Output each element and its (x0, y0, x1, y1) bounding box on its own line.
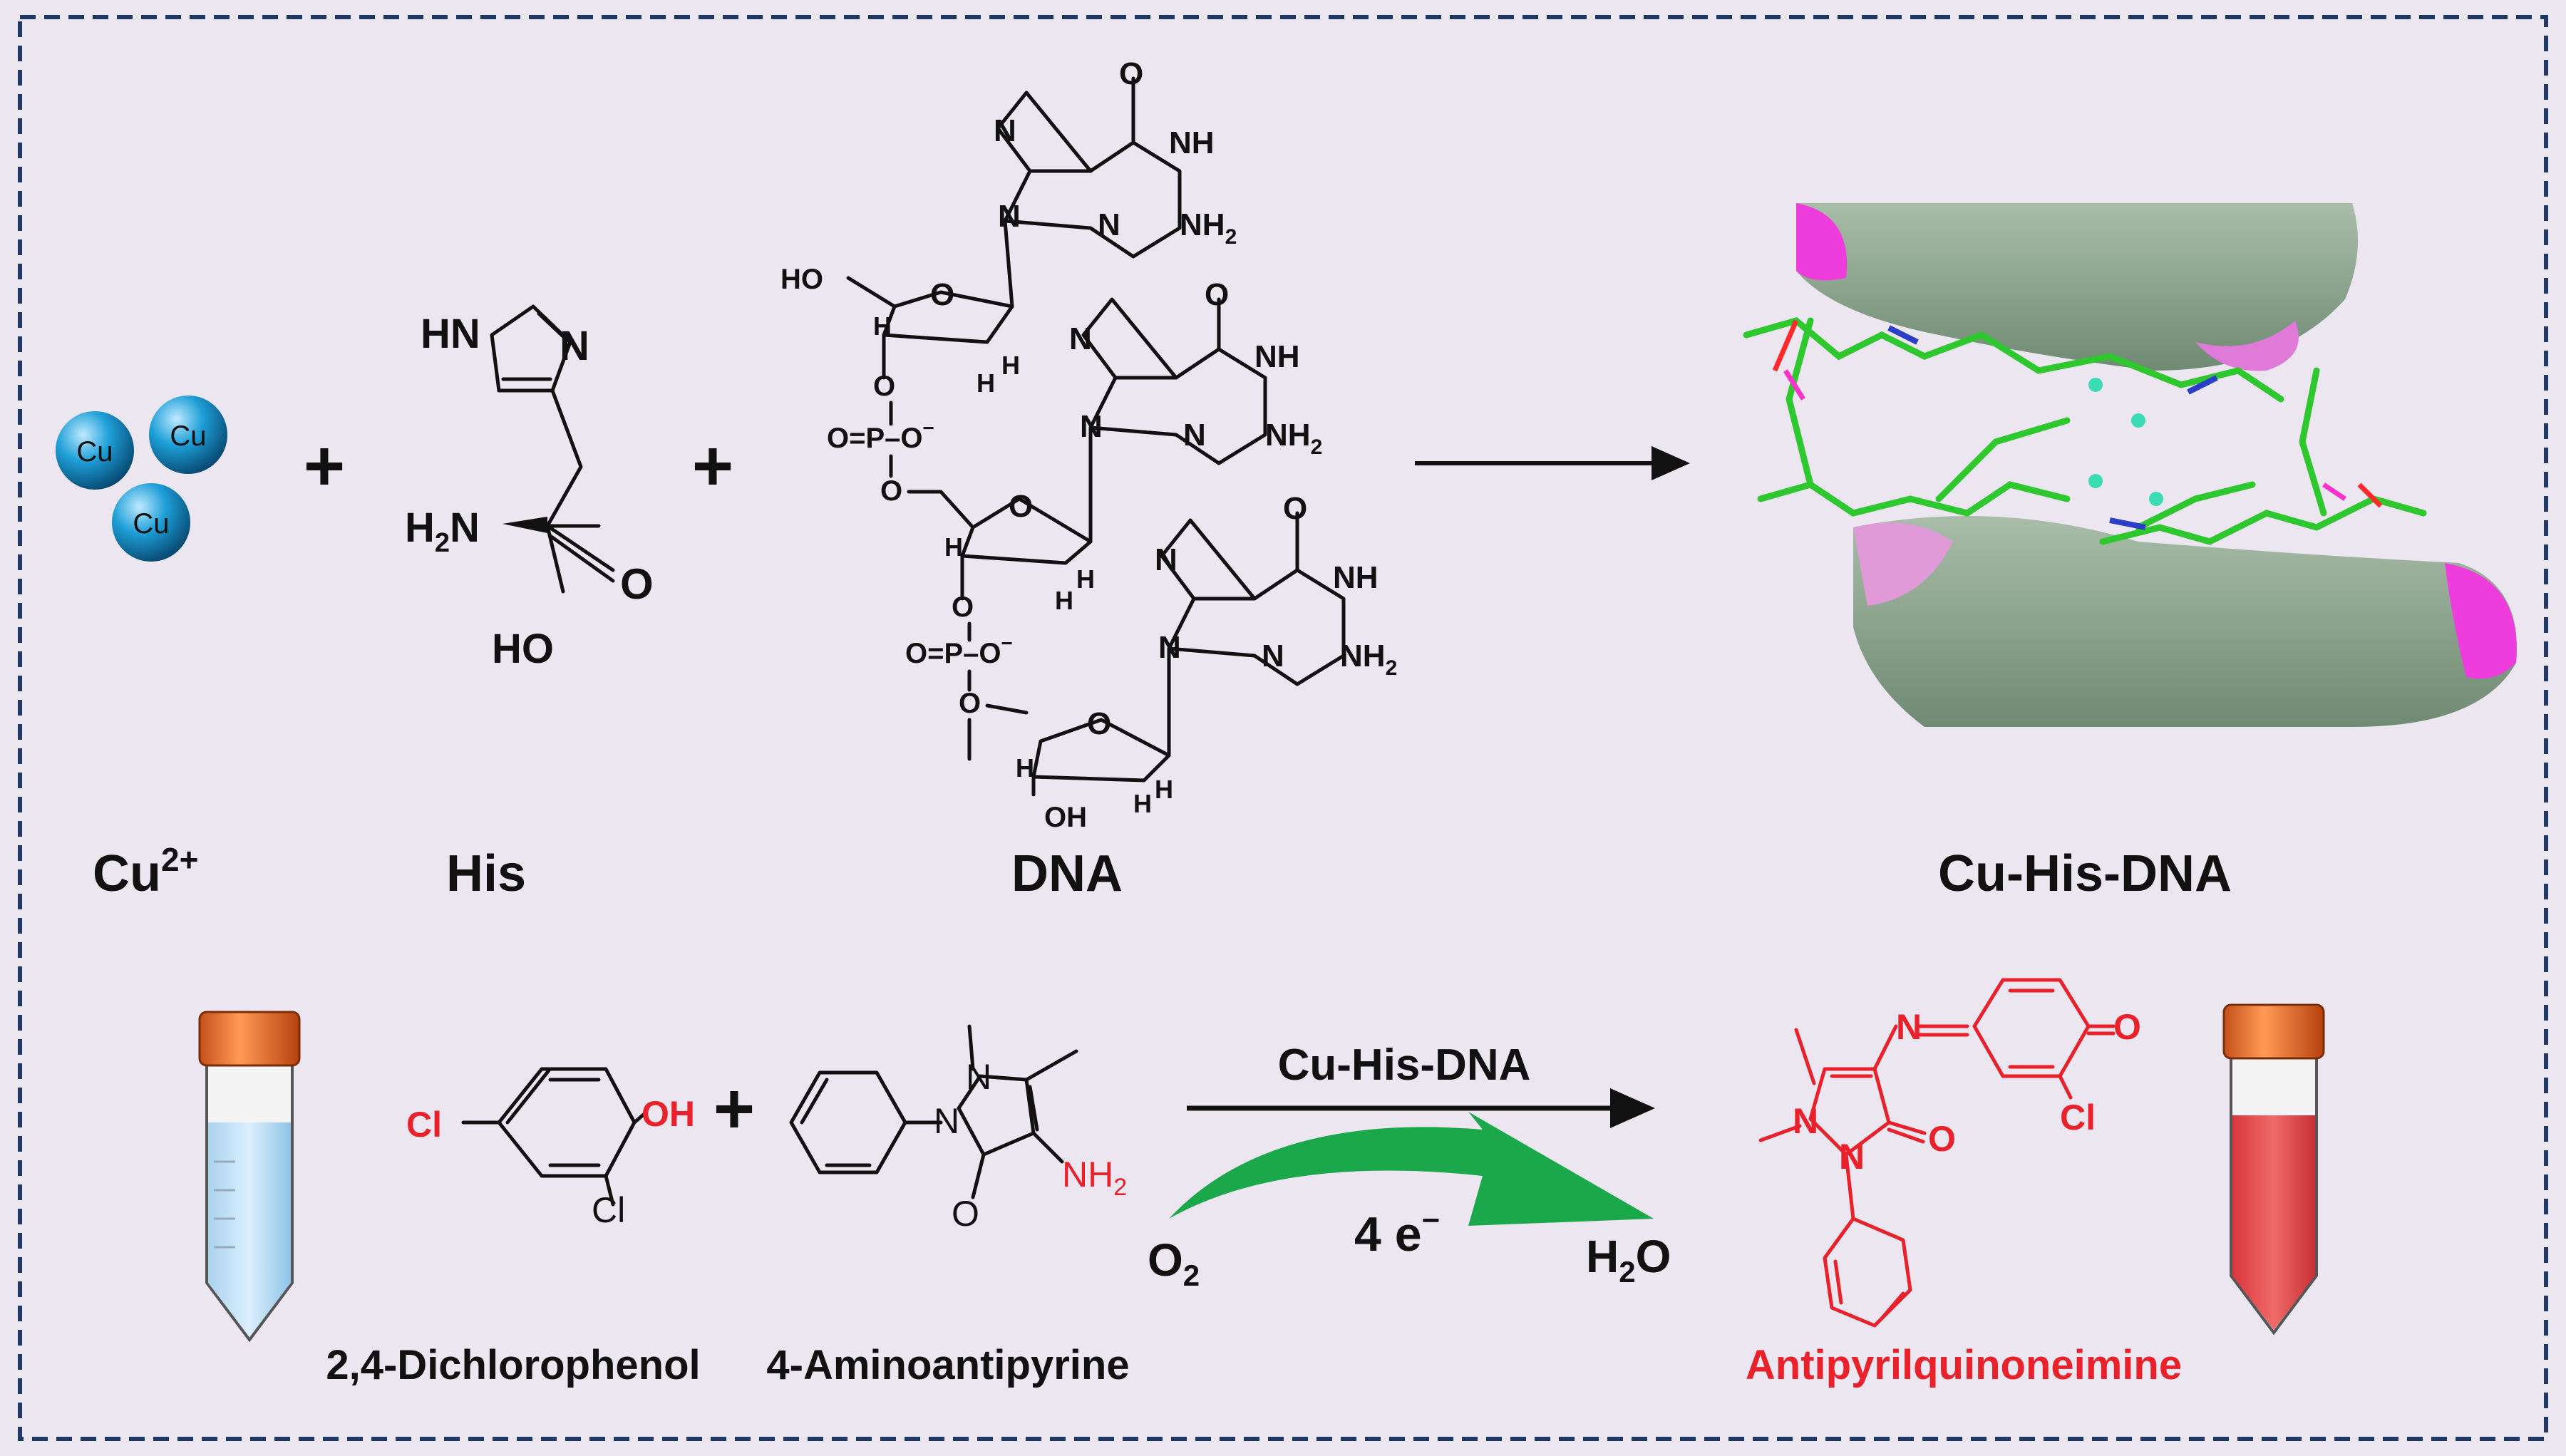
copper-label-2: Cu (170, 420, 206, 452)
dna-o-link-1: O (873, 371, 895, 402)
dna-h-3: H (1001, 351, 1020, 380)
dna-h-6: H (1076, 564, 1095, 594)
test-tube-blue (198, 1011, 301, 1343)
h2o-label: H2O (1586, 1231, 1671, 1289)
dna-structure: O N NH N N NH2 O HO H H H O O=P–O− O O N… (780, 56, 1397, 833)
his-hn: HN (421, 311, 480, 357)
copper-sphere-1 (56, 411, 134, 490)
dcp-cl-1: Cl (406, 1105, 442, 1145)
dashed-frame (18, 15, 2548, 1441)
label-dichlorophenol: 2,4-Dichlorophenol (326, 1342, 700, 1388)
copper-sphere-2 (149, 396, 227, 474)
dna-o-link-2: O (880, 475, 902, 507)
dna-ring-o-3: O (1087, 706, 1111, 741)
dna-phos-2: O=P–O− (905, 632, 1013, 669)
dna-o-3: O (1283, 491, 1307, 526)
aqi-n-1: N (1793, 1101, 1818, 1141)
dna-nh2-2: NH2 (1265, 418, 1322, 459)
dna-n-2c: N (1080, 409, 1103, 444)
dna-nh-3: NH (1333, 560, 1379, 595)
dna-ring-o-1: O (930, 277, 954, 312)
dna-h-2: H (977, 368, 995, 398)
antipyrilquinoneimine-structure: N N N O O Cl (1758, 978, 2141, 1328)
dna-h-5: H (1055, 586, 1073, 615)
his-n: N (560, 323, 589, 369)
dna-o-2: O (1205, 277, 1229, 312)
his-h2n: H2N (405, 505, 480, 558)
dichlorophenol-structure: Cl OH Cl (406, 1067, 695, 1230)
dna-nh-1: NH (1169, 125, 1215, 160)
dna-nh2-3: NH2 (1340, 639, 1397, 680)
aap-nh2: NH2 (1062, 1155, 1127, 1201)
o2-label: O2 (1148, 1234, 1200, 1292)
dcp-cl-2: Cl (592, 1190, 625, 1230)
dna-h-8: H (1133, 789, 1152, 818)
electrons-label: 4 e− (1354, 1203, 1440, 1261)
dna-oh-3prime: OH (1044, 802, 1087, 833)
aap-n-1: N (966, 1057, 991, 1097)
dna-n-1b: N (1098, 207, 1120, 242)
dna-h-1: H (873, 311, 892, 341)
dna-n-2: N (1069, 321, 1092, 356)
copper-ions-group: Cu Cu Cu (56, 396, 227, 562)
copper-label-3: Cu (133, 508, 169, 539)
dna-phos-1: O=P–O− (827, 417, 934, 454)
dna-o-link-4: O (959, 688, 981, 719)
test-tube-red (2222, 1003, 2325, 1336)
aap-n-2: N (934, 1101, 959, 1141)
arrow-catalyst-label: Cu-His-DNA (1278, 1041, 1531, 1090)
label-product: Antipyrilquinoneimine (1746, 1342, 2182, 1388)
dna-h-9: H (1155, 775, 1173, 804)
dna-ring-o-2: O (1009, 489, 1033, 524)
label-dna: DNA (1011, 845, 1123, 902)
dna-n-3b: N (1262, 639, 1284, 673)
dna-h-7: H (1016, 753, 1034, 783)
label-aminoantipyrine: 4-Aminoantipyrine (766, 1342, 1129, 1388)
his-ho: HO (492, 626, 554, 672)
aqi-n-imine: N (1896, 1007, 1922, 1047)
his-o: O (620, 560, 654, 608)
label-cu2plus: Cu2+ (93, 841, 198, 902)
histidine-structure: HN N H2N O HO (405, 304, 654, 672)
cu-his-dna-render (1743, 203, 2517, 727)
dna-n-2b: N (1183, 418, 1206, 453)
label-cu-his-dna: Cu-His-DNA (1938, 845, 2232, 902)
dna-ho-5prime: HO (780, 264, 823, 295)
dcp-oh: OH (642, 1094, 695, 1134)
copper-sphere-3 (112, 483, 190, 562)
aqi-n-2: N (1839, 1137, 1865, 1177)
aap-o: O (952, 1194, 979, 1234)
dna-nh2-1: NH2 (1180, 207, 1237, 249)
aqi-cl: Cl (2060, 1098, 2096, 1137)
copper-label-1: Cu (76, 436, 113, 468)
dna-n-3c: N (1158, 630, 1181, 665)
dna-h-4: H (944, 532, 963, 562)
green-electron-arrow (1169, 1112, 1654, 1226)
aqi-o-1: O (1928, 1119, 1956, 1159)
dna-n-1c: N (998, 199, 1021, 234)
aqi-o-2: O (2113, 1007, 2141, 1047)
dna-o-link-3: O (952, 592, 974, 623)
dna-n-1: N (994, 113, 1016, 148)
dna-o-1: O (1119, 56, 1143, 91)
dna-nh-2: NH (1254, 339, 1300, 374)
plus-sign-3: + (713, 1069, 755, 1149)
dna-n-3: N (1155, 542, 1178, 577)
aminoantipyrine-structure: N N O NH2 (789, 1024, 1127, 1234)
label-his: His (446, 845, 526, 902)
plus-sign-2: + (692, 426, 733, 506)
plus-sign-1: + (304, 426, 345, 506)
